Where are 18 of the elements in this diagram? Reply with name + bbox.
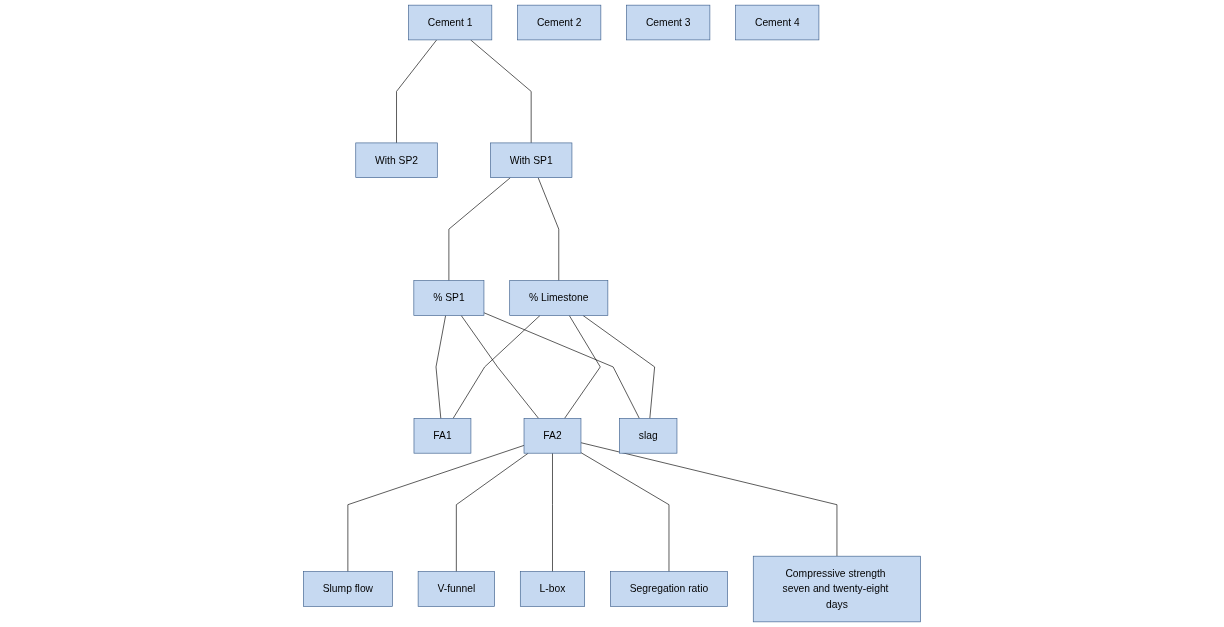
node-box: With SP1 [490, 142, 573, 178]
node-box: V-funnel [417, 571, 495, 607]
node-box: Cement 3 [626, 4, 711, 41]
node-box: FA2 [523, 418, 582, 454]
node-box: slag [619, 418, 678, 454]
node-box: Slump flow [303, 571, 393, 607]
node-box: L-box [519, 571, 585, 607]
node-box: Cement 4 [735, 4, 820, 41]
node-box: Cement 2 [517, 4, 602, 41]
node-box: Compressive strength seven and twenty-eight days [752, 555, 921, 623]
connector [564, 315, 601, 419]
connector [483, 312, 640, 419]
node-box: Segregation ratio [610, 571, 728, 607]
node-box: Cement 1 [408, 4, 493, 41]
node-box: % SP1 [413, 280, 485, 316]
node-box: With SP2 [355, 142, 438, 178]
node-box: % Limestone [509, 280, 609, 316]
node-box: FA1 [413, 418, 472, 454]
